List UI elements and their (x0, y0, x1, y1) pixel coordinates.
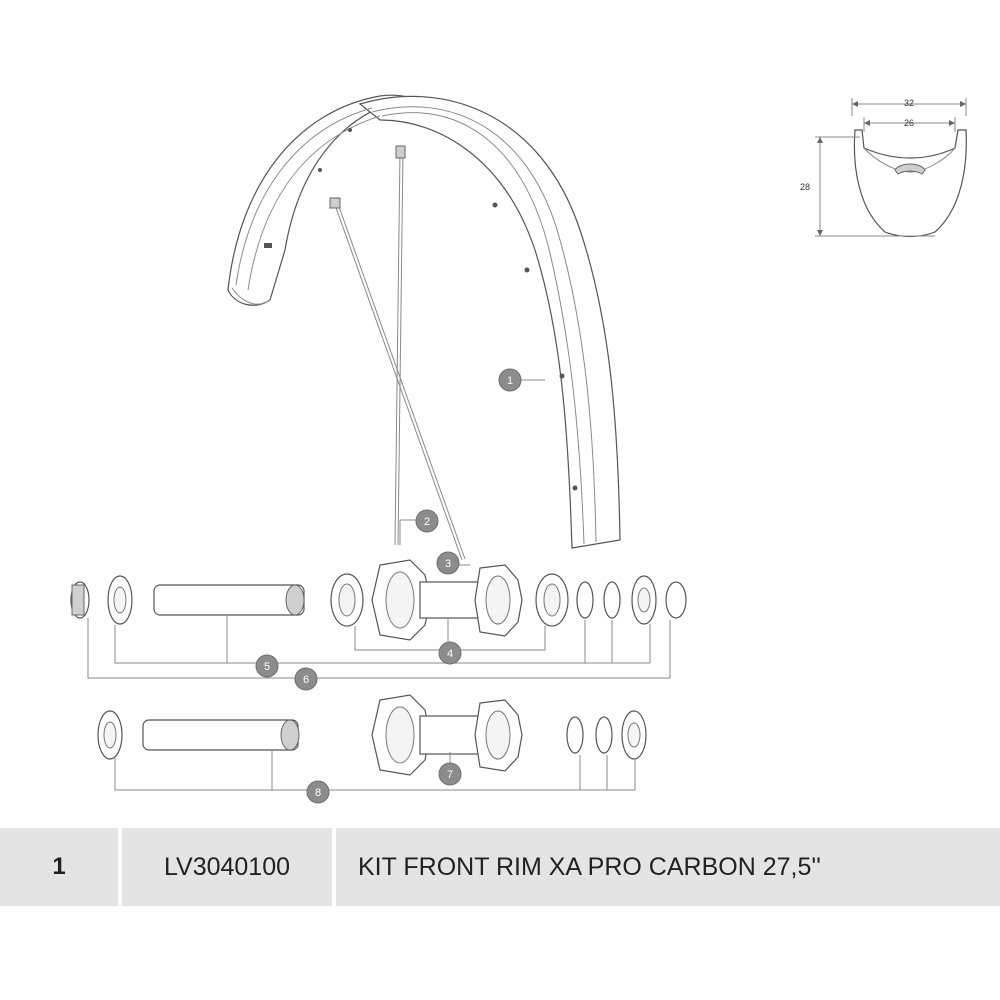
rim-drawing (227, 94, 621, 549)
callout-7: 7 (438, 762, 462, 786)
svg-text:4: 4 (447, 648, 453, 660)
callout-4: 4 (438, 641, 462, 665)
spokes-drawing (329, 145, 466, 561)
callout-6: 6 (294, 667, 318, 691)
svg-text:6: 6 (303, 674, 309, 686)
svg-text:1: 1 (507, 375, 513, 387)
svg-text:2: 2 (424, 516, 430, 528)
callout-3: 3 (436, 551, 460, 575)
rim-profile-section: 32 26 28 (800, 98, 967, 238)
svg-text:8: 8 (315, 787, 321, 799)
svg-text:7: 7 (447, 769, 453, 781)
axle-parts-row-1 (70, 575, 687, 625)
hub-bottom-drawing (97, 694, 647, 776)
profile-height: 28 (800, 182, 810, 192)
callout-8: 8 (306, 780, 330, 804)
callout-2: 2 (415, 509, 439, 533)
parts-table: 1 LV3040100 KIT FRONT RIM XA PRO CARBON … (0, 828, 1000, 906)
profile-inner-width: 26 (904, 118, 914, 128)
exploded-wheel-diagram: 1 2 3 4 5 6 7 8 32 26 (70, 94, 967, 804)
svg-text:5: 5 (264, 661, 270, 673)
part-number-cell: 1 (0, 828, 118, 906)
svg-text:3: 3 (445, 558, 451, 570)
callout-5: 5 (255, 654, 279, 678)
leader-lines-row-2 (114, 750, 636, 791)
hub-top-drawing (330, 559, 569, 641)
part-reference-cell: LV3040100 (122, 828, 332, 906)
callout-1: 1 (498, 368, 522, 392)
part-description-cell: KIT FRONT RIM XA PRO CARBON 27,5'' (336, 828, 1000, 906)
profile-outer-width: 32 (904, 98, 914, 108)
